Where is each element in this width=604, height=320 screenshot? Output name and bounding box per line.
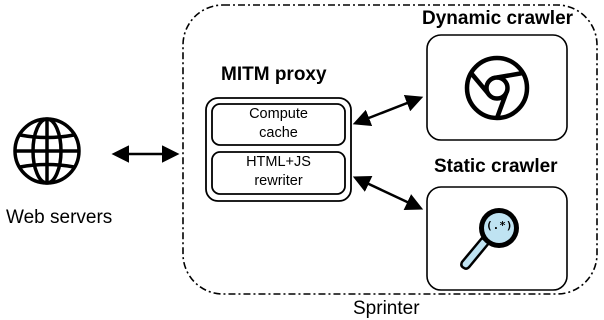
mitm-proxy-title: MITM proxy: [221, 64, 327, 85]
chrome-browser-icon: [464, 55, 530, 121]
dynamic-crawler-title: Dynamic crawler: [422, 8, 574, 29]
sprinter-boundary: [182, 4, 598, 295]
static-crawler-title: Static crawler: [434, 156, 558, 177]
regex-icon-text: (.*): [486, 219, 513, 232]
html-js-rewriter-label: HTML+JS rewriter: [212, 153, 345, 191]
compute-cache-label: Compute cache: [212, 105, 345, 143]
globe-icon: [13, 117, 81, 185]
compute-cache-line2: cache: [259, 125, 298, 141]
compute-cache-box: [211, 103, 346, 146]
dynamic-crawler-box: [426, 34, 568, 141]
arrow-proxy-to-static: [352, 176, 424, 210]
web-servers-label: Web servers: [6, 207, 113, 228]
html-js-rewriter-box: [211, 151, 346, 195]
html-js-rewriter-line2: rewriter: [254, 173, 303, 189]
html-js-rewriter-line1: HTML+JS: [246, 154, 311, 170]
sprinter-label: Sprinter: [353, 298, 420, 319]
compute-cache-line1: Compute: [249, 106, 308, 122]
regex-magnifier-icon: [460, 208, 519, 270]
arrow-proxy-to-dynamic: [352, 94, 424, 127]
